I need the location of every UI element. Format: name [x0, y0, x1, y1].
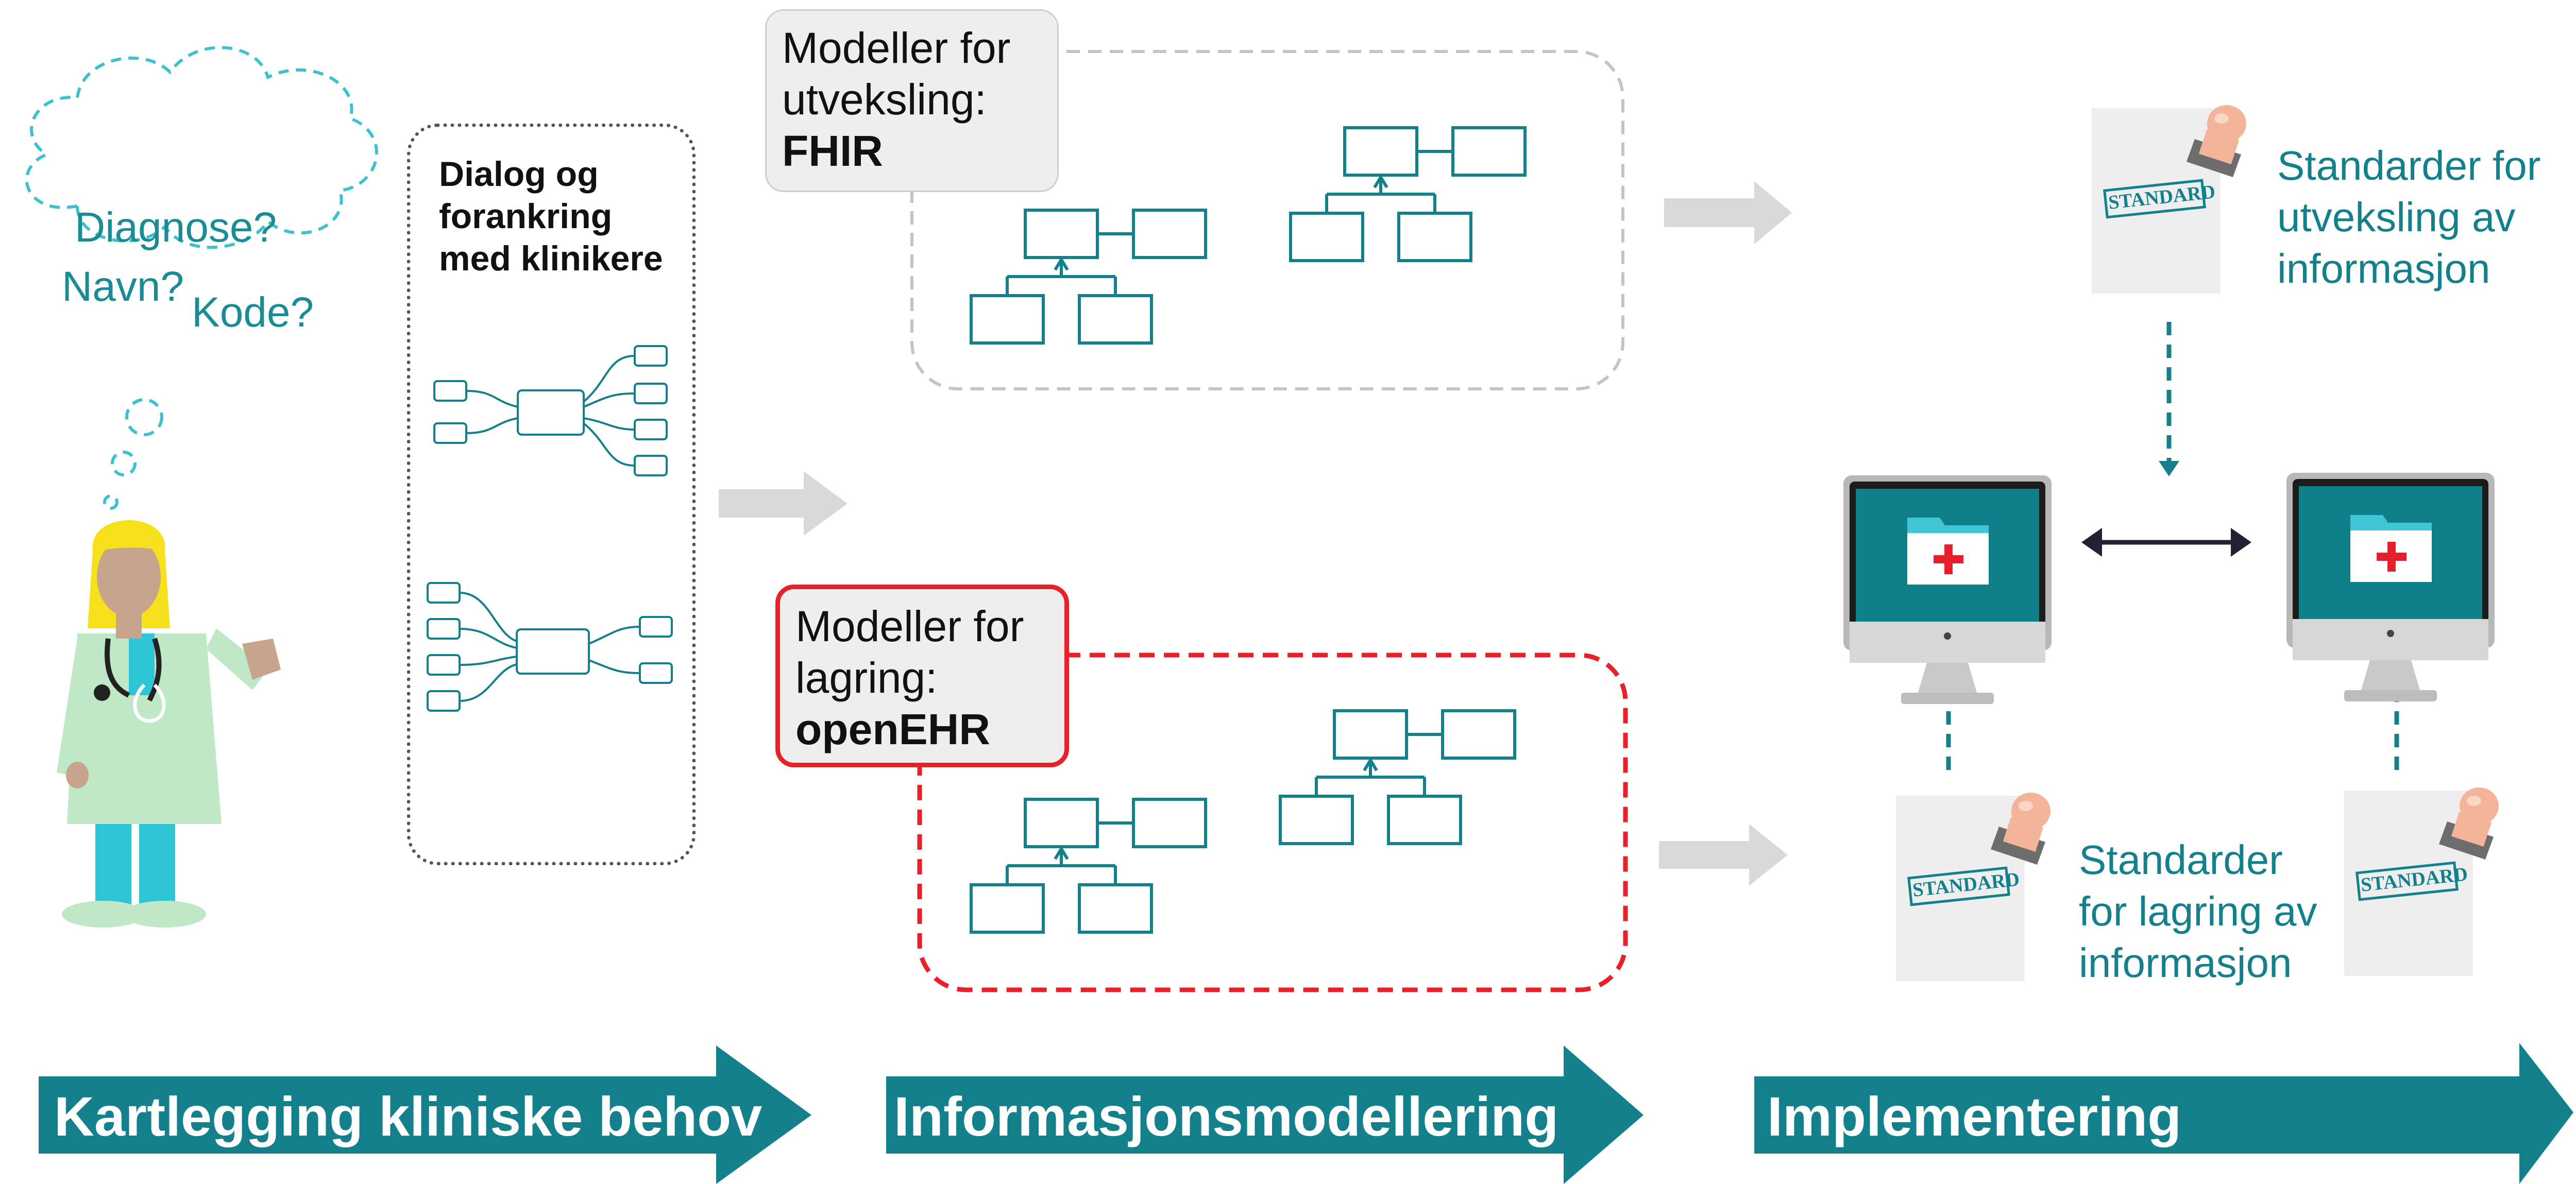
- exchange-standards-text: Standarder for utveksling av informasjon: [2277, 140, 2540, 295]
- clinician-illustration: [57, 520, 281, 928]
- exchange-standards-line3: informasjon: [2277, 246, 2490, 291]
- exchange-models-line2: utveksling:: [782, 75, 987, 124]
- monitor-left: [1843, 475, 2052, 704]
- arrow-storage-to-implementation: [1659, 824, 1788, 886]
- step-arrow-3: [1754, 1043, 2573, 1184]
- exchange-models-container: [910, 50, 1624, 390]
- arrowhead-down: [2159, 461, 2179, 476]
- storage-model-diagram-1: [971, 799, 1206, 932]
- storage-models-container: [917, 653, 1628, 992]
- storage-models-standard: openEHR: [795, 705, 990, 753]
- thought-cloud: [25, 46, 378, 510]
- storage-model-diagram-2: [1280, 711, 1515, 844]
- monitor-right: [2286, 473, 2495, 701]
- exchange-double-arrow: [2081, 528, 2251, 557]
- dashed-arrows: [1946, 322, 2399, 770]
- arrow-to-modelling: [719, 471, 848, 536]
- dialog-title: Dialog og forankring med klinikere: [439, 155, 663, 278]
- mindmap-upper: [433, 345, 668, 476]
- storage-models-line1: Modeller for: [795, 602, 1024, 650]
- thought-word-diagnose: Diagnose?: [75, 204, 277, 251]
- step-label-1: Kartlegging kliniske behov: [54, 1085, 762, 1147]
- exchange-models-label: Modeller for utveksling: FHIR: [765, 9, 1059, 192]
- thought-word-navn: Navn?: [62, 263, 184, 310]
- step-label-2: Informasjonsmodellering: [894, 1085, 1559, 1147]
- exchange-model-diagram-1: [971, 210, 1206, 343]
- step-arrow-2: [886, 1045, 1643, 1184]
- exchange-model-diagram-2: [1291, 128, 1525, 261]
- exchange-standards-line1: Standarder for: [2277, 143, 2541, 188]
- storage-standards-line3: informasjon: [2079, 940, 2292, 986]
- storage-standards-line2: for lagring av: [2079, 888, 2317, 934]
- step-arrow-1: [39, 1045, 811, 1184]
- mindmap-lower: [427, 582, 673, 712]
- exchange-models-standard: FHIR: [782, 127, 883, 175]
- storage-models-line2: lagring:: [795, 654, 938, 702]
- arrow-exchange-to-implementation: [1664, 181, 1792, 244]
- thought-word-kode: Kode?: [192, 289, 314, 336]
- step-label-3: Implementering: [1767, 1085, 2182, 1147]
- storage-standards-line1: Standarder: [2079, 837, 2283, 883]
- dialog-container: Dialog og forankring med klinikere: [407, 124, 696, 865]
- exchange-standards-line2: utveksling av: [2277, 194, 2516, 240]
- storage-models-label: Modeller for lagring: openEHR: [775, 585, 1069, 767]
- exchange-models-line1: Modeller for: [782, 24, 1011, 72]
- storage-standards-text: Standarder for lagring av informasjon: [2079, 834, 2317, 989]
